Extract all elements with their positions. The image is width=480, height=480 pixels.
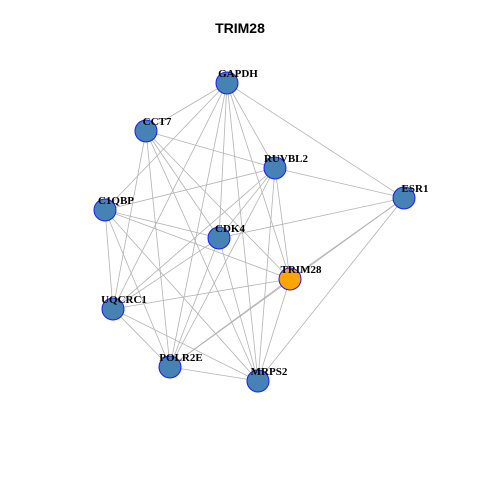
edge-c1qbp-uqcrc1 xyxy=(104,209,114,310)
edge-ruvbl2-polr2e xyxy=(169,167,276,368)
node-label-c1qbp: C1QBP xyxy=(98,195,134,207)
node-mrps2[interactable] xyxy=(246,369,270,393)
edge-cct7-polr2e xyxy=(145,130,171,368)
edge-ruvbl2-c1qbp xyxy=(104,167,276,211)
node-gapdh[interactable] xyxy=(215,71,239,95)
edge-cdk4-uqcrc1 xyxy=(112,237,220,310)
edge-esr1-mrps2 xyxy=(257,197,405,382)
edge-gapdh-polr2e xyxy=(169,82,228,368)
node-label-cct7: CCT7 xyxy=(143,116,172,128)
edge-ruvbl2-cdk4 xyxy=(218,167,276,239)
node-cct7[interactable] xyxy=(134,119,158,143)
edge-gapdh-cct7 xyxy=(145,82,228,132)
edge-gapdh-mrps2 xyxy=(226,82,259,382)
edge-trim28-uqcrc1 xyxy=(112,278,291,310)
edge-c1qbp-cdk4 xyxy=(104,209,220,239)
edge-esr1-cdk4 xyxy=(218,197,405,239)
edge-gapdh-c1qbp xyxy=(104,82,228,211)
edge-c1qbp-trim28 xyxy=(104,209,291,280)
edge-cct7-uqcrc1 xyxy=(112,130,147,310)
node-cdk4[interactable] xyxy=(207,226,231,250)
node-label-cdk4: CDK4 xyxy=(215,223,245,235)
edge-gapdh-uqcrc1 xyxy=(112,82,228,310)
edge-ruvbl2-mrps2 xyxy=(257,167,276,382)
node-label-trim28: TRIM28 xyxy=(281,264,322,276)
graph-title: TRIM28 xyxy=(215,20,265,36)
node-c1qbp[interactable] xyxy=(93,198,117,222)
node-label-mrps2: MRPS2 xyxy=(251,366,288,378)
edge-gapdh-esr1 xyxy=(226,82,405,199)
node-uqcrc1[interactable] xyxy=(101,297,125,321)
edge-uqcrc1-polr2e xyxy=(112,308,171,368)
edge-cct7-cdk4 xyxy=(145,130,220,239)
edge-ruvbl2-trim28 xyxy=(274,167,291,280)
edge-cct7-mrps2 xyxy=(145,130,259,382)
edge-layer xyxy=(104,82,405,382)
node-label-gapdh: GAPDH xyxy=(218,68,258,80)
edge-cct7-ruvbl2 xyxy=(145,130,276,169)
edge-ruvbl2-esr1 xyxy=(274,167,405,199)
node-ruvbl2[interactable] xyxy=(263,156,287,180)
node-label-uqcrc1: UQCRC1 xyxy=(101,294,147,306)
node-label-ruvbl2: RUVBL2 xyxy=(264,153,309,165)
node-label-polr2e: POLR2E xyxy=(159,352,202,364)
node-label-esr1: ESR1 xyxy=(402,183,429,195)
node-esr1[interactable] xyxy=(392,186,416,210)
edge-cct7-trim28 xyxy=(145,130,291,280)
edge-c1qbp-mrps2 xyxy=(104,209,259,382)
edge-cdk4-polr2e xyxy=(169,237,220,368)
edge-c1qbp-polr2e xyxy=(104,209,171,368)
edge-uqcrc1-mrps2 xyxy=(112,308,259,382)
node-trim28[interactable] xyxy=(278,267,302,291)
edge-gapdh-cdk4 xyxy=(218,82,228,239)
edge-polr2e-mrps2 xyxy=(169,366,259,382)
edge-trim28-mrps2 xyxy=(257,278,291,382)
edge-ruvbl2-uqcrc1 xyxy=(112,167,276,310)
edge-gapdh-ruvbl2 xyxy=(226,82,276,169)
edge-cdk4-mrps2 xyxy=(218,237,259,382)
edge-trim28-polr2e xyxy=(169,278,291,368)
edge-gapdh-trim28 xyxy=(226,82,291,280)
node-polr2e[interactable] xyxy=(158,355,182,379)
